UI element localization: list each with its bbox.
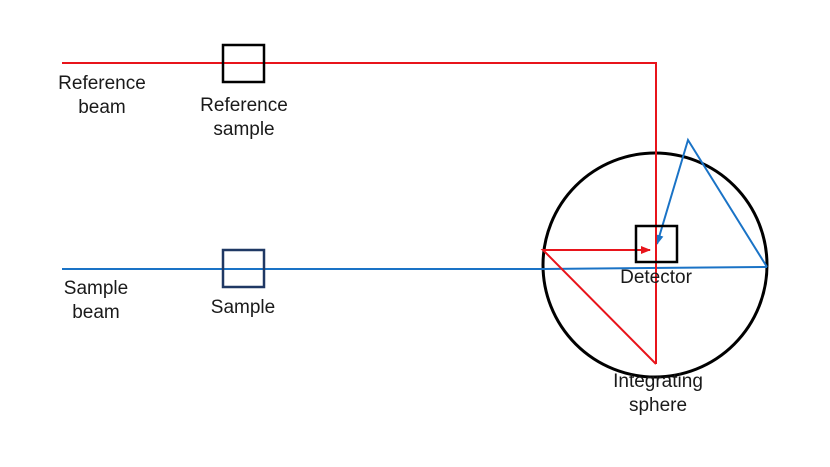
sample-beam-label: Sample beam [63, 278, 129, 323]
sample-beam-reflection [655, 137, 768, 268]
reference-beam-label: Reference beam [58, 73, 146, 118]
reference-sample-box [221, 43, 266, 84]
detector-box [634, 224, 679, 264]
reference-beam-line [62, 62, 657, 364]
integrating-sphere-label: Integrating sphere [613, 371, 703, 416]
reference-sample-label: Reference sample [200, 95, 288, 140]
sample-label: Sample [210, 297, 276, 318]
sample-box [221, 248, 266, 289]
reference-beam-reflection [540, 246, 657, 365]
detector-label: Detector [620, 267, 692, 288]
